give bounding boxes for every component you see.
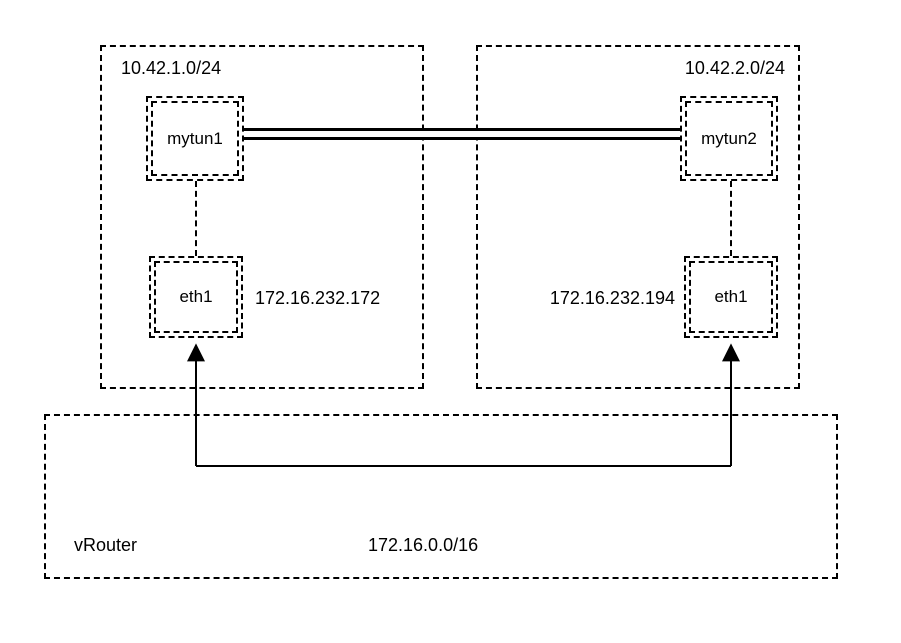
vrouter-subnet-label: 172.16.0.0/16	[368, 535, 479, 555]
tunnel-interface-box-right: mytun2	[680, 96, 778, 181]
eth-interface-label-right: eth1	[689, 261, 773, 333]
tunnel-interface-label-right: mytun2	[685, 101, 773, 176]
subnet-label-right: 10.42.2.0/24	[684, 58, 785, 78]
tunnel-link-line	[244, 128, 680, 140]
vrouter-label: vRouter	[74, 535, 138, 555]
host-box-left	[100, 45, 424, 389]
tunnel-interface-box-left: mytun1	[146, 96, 244, 181]
eth-interface-box-left: eth1	[149, 256, 243, 338]
eth-ip-label-left: 172.16.232.172	[255, 288, 381, 308]
eth-interface-label-left: eth1	[154, 261, 238, 333]
host-box-right	[476, 45, 800, 389]
interface-connector-right	[730, 181, 732, 256]
interface-connector-left	[195, 181, 197, 256]
vrouter-box	[44, 414, 838, 579]
eth-interface-box-right: eth1	[684, 256, 778, 338]
eth-ip-label-right: 172.16.232.194	[549, 288, 675, 308]
tunnel-interface-label-left: mytun1	[151, 101, 239, 176]
subnet-label-left: 10.42.1.0/24	[121, 58, 222, 78]
